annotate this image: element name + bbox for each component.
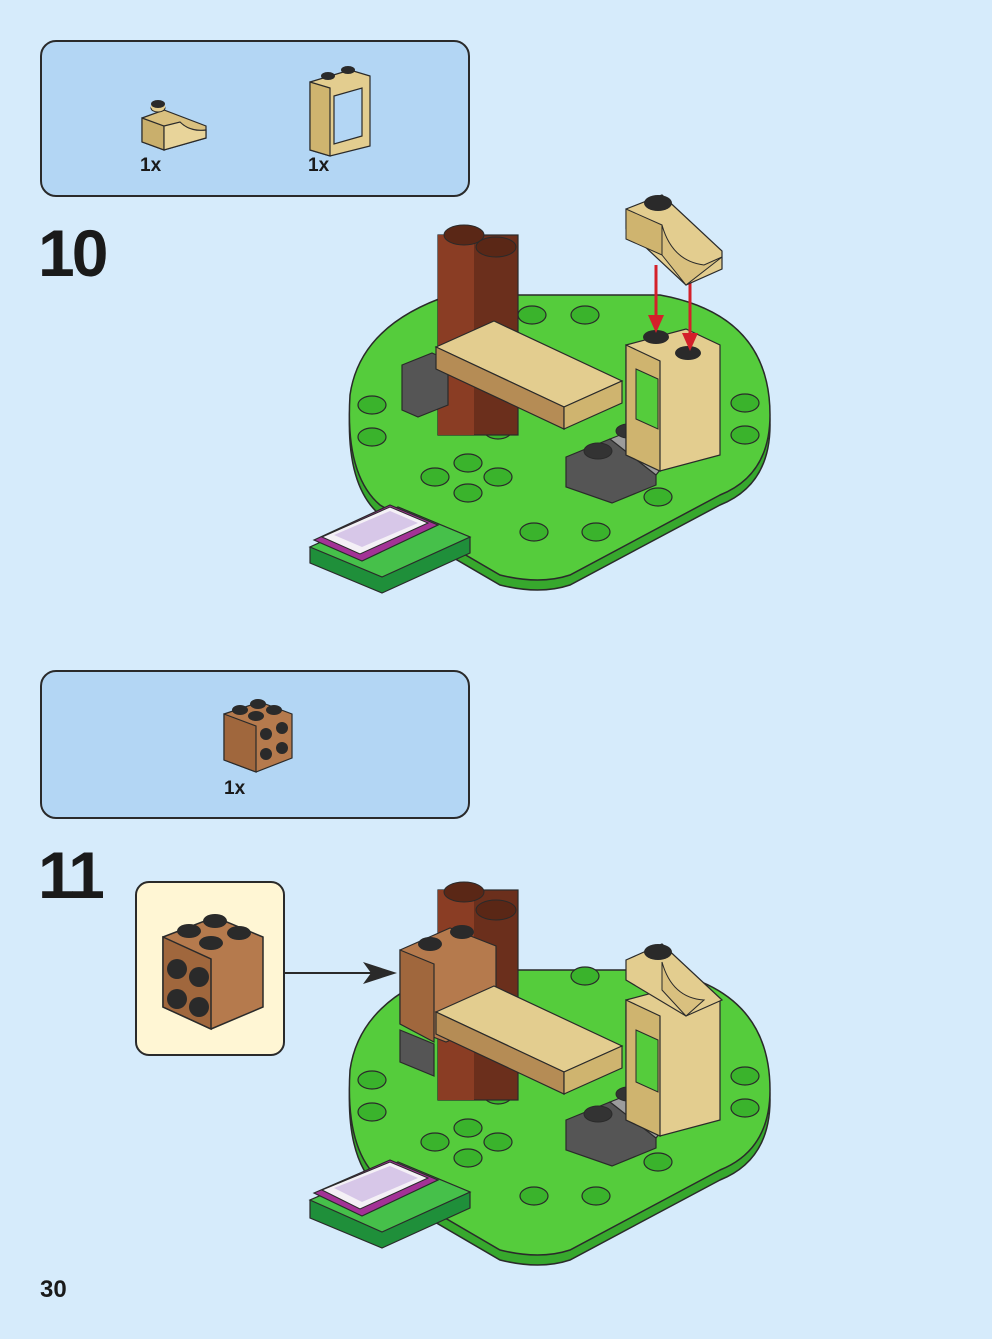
placement-arrow <box>285 962 397 984</box>
brown-2x2-brick-icon <box>223 699 293 773</box>
detail-callout <box>135 881 285 1056</box>
step-11-model-illustration <box>308 881 771 1266</box>
step-number: 10 <box>38 216 108 290</box>
parts-list-step-11: 1x <box>40 670 470 819</box>
tan-slope-brick-icon <box>141 100 207 151</box>
parts-list-step-10: 1x 1x <box>40 40 470 197</box>
brown-2x2-brick-icon <box>162 914 264 1031</box>
part-qty: 1x <box>140 155 162 176</box>
step-number: 11 <box>38 838 105 912</box>
step-10-model-illustration <box>308 194 771 594</box>
part-qty: 1x <box>308 155 330 176</box>
part-qty: 1x <box>224 778 246 799</box>
page-number: 30 <box>40 1276 67 1303</box>
tan-window-frame-icon <box>309 66 371 157</box>
